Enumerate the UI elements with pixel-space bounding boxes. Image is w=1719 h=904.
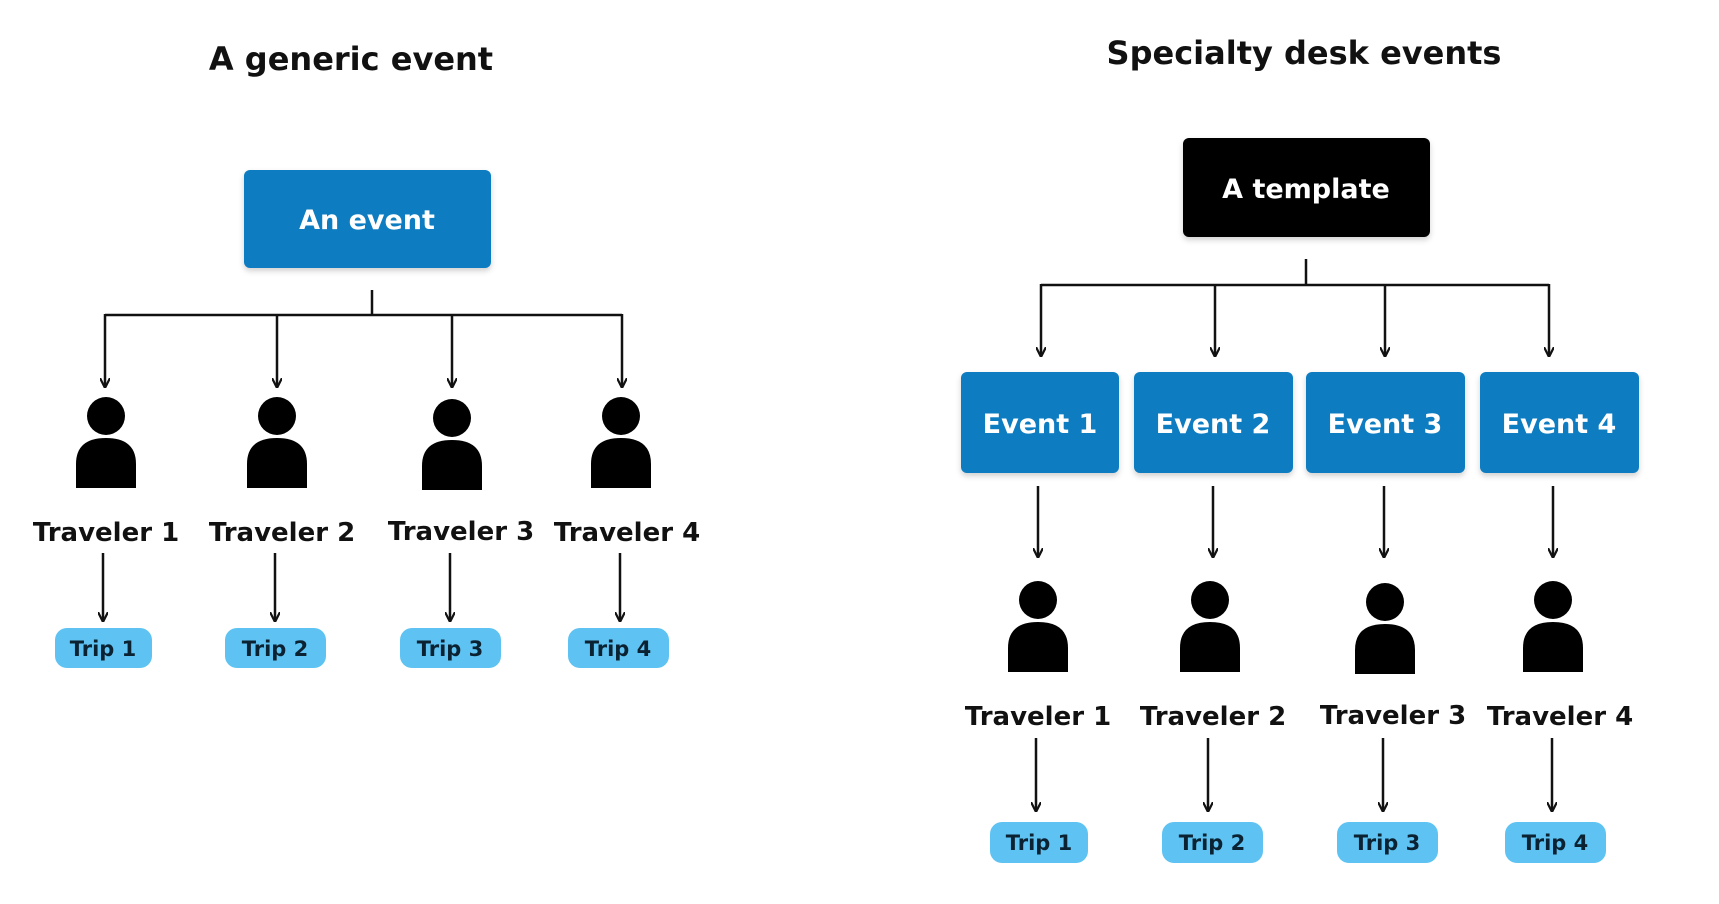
specialty-trip-1: Trip 1 [990, 822, 1088, 863]
specialty-desk-diagram: Specialty desk events A template Event 1… [961, 34, 1639, 863]
template-box-label: A template [1222, 174, 1390, 205]
traveler-label: Traveler 4 [1487, 702, 1633, 732]
generic-traveler-4: Traveler 4 [554, 397, 700, 548]
generic-traveler-2: Traveler 2 [209, 397, 355, 548]
specialty-traveler-4: Traveler 4 [1487, 581, 1633, 732]
traveler-label: Traveler 3 [1320, 701, 1466, 731]
trip-label: Trip 1 [70, 637, 137, 661]
specialty-trip-arrows [1036, 738, 1552, 810]
trip-label: Trip 2 [1179, 831, 1246, 855]
person-icon [422, 399, 482, 490]
generic-event-box: An event [244, 170, 491, 268]
event-box-shape [1134, 372, 1293, 473]
generic-traveler-1: Traveler 1 [33, 397, 179, 548]
trip-label: Trip 4 [585, 637, 652, 661]
person-icon [1355, 583, 1415, 674]
trip-label: Trip 3 [1354, 831, 1421, 855]
generic-trip-4: Trip 4 [568, 628, 669, 668]
person-icon [76, 397, 136, 488]
person-icon [591, 397, 651, 488]
template-connectors [1041, 259, 1549, 355]
trip-pill [400, 628, 501, 668]
generic-event-diagram: A generic event An event Traveler 1 Trav… [33, 40, 700, 668]
person-icon [1008, 581, 1068, 672]
event-label: Event 1 [983, 409, 1098, 440]
event-box-shape [961, 372, 1119, 473]
event-box-4: Event 4 [1480, 372, 1639, 473]
trip-pill [225, 628, 326, 668]
generic-trip-3: Trip 3 [400, 628, 501, 668]
event-box-label: An event [299, 205, 435, 236]
traveler-label: Traveler 3 [388, 517, 534, 547]
traveler-label: Traveler 4 [554, 518, 700, 548]
trip-pill [568, 628, 669, 668]
event-box-1: Event 1 [961, 372, 1119, 473]
generic-event-connectors [105, 290, 622, 386]
event-traveler-arrows [1038, 486, 1553, 556]
specialty-trip-2: Trip 2 [1162, 822, 1263, 863]
trip-label: Trip 1 [1006, 831, 1073, 855]
generic-trip-2: Trip 2 [225, 628, 326, 668]
person-icon [1523, 581, 1583, 672]
generic-trip-1: Trip 1 [55, 628, 152, 668]
event-box-shape [244, 170, 491, 268]
specialty-traveler-1: Traveler 1 [965, 581, 1111, 732]
specialty-desk-title: Specialty desk events [1107, 34, 1502, 72]
event-box-shape [1480, 372, 1639, 473]
generic-traveler-3: Traveler 3 [388, 399, 534, 547]
event-box-2: Event 2 [1134, 372, 1293, 473]
template-box: A template [1183, 138, 1430, 237]
specialty-traveler-2: Traveler 2 [1140, 581, 1286, 732]
generic-trip-arrows [103, 553, 620, 620]
person-icon [247, 397, 307, 488]
trip-pill [990, 822, 1088, 863]
generic-event-title: A generic event [209, 40, 493, 78]
template-box-shape [1183, 138, 1430, 237]
person-icon [1180, 581, 1240, 672]
traveler-label: Traveler 2 [209, 518, 355, 548]
traveler-label: Traveler 2 [1140, 702, 1286, 732]
trip-pill [1337, 822, 1438, 863]
event-box-3: Event 3 [1306, 372, 1465, 473]
specialty-trip-4: Trip 4 [1505, 822, 1606, 863]
trip-pill [1162, 822, 1263, 863]
traveler-label: Traveler 1 [33, 518, 179, 548]
event-label: Event 4 [1502, 409, 1617, 440]
trip-label: Trip 3 [417, 637, 484, 661]
event-label: Event 2 [1156, 409, 1271, 440]
trip-pill [1505, 822, 1606, 863]
trip-pill [55, 628, 152, 668]
traveler-label: Traveler 1 [965, 702, 1111, 732]
event-label: Event 3 [1328, 409, 1443, 440]
trip-label: Trip 4 [1522, 831, 1589, 855]
specialty-trip-3: Trip 3 [1337, 822, 1438, 863]
trip-label: Trip 2 [242, 637, 309, 661]
specialty-traveler-3: Traveler 3 [1320, 583, 1466, 731]
event-box-shape [1306, 372, 1465, 473]
